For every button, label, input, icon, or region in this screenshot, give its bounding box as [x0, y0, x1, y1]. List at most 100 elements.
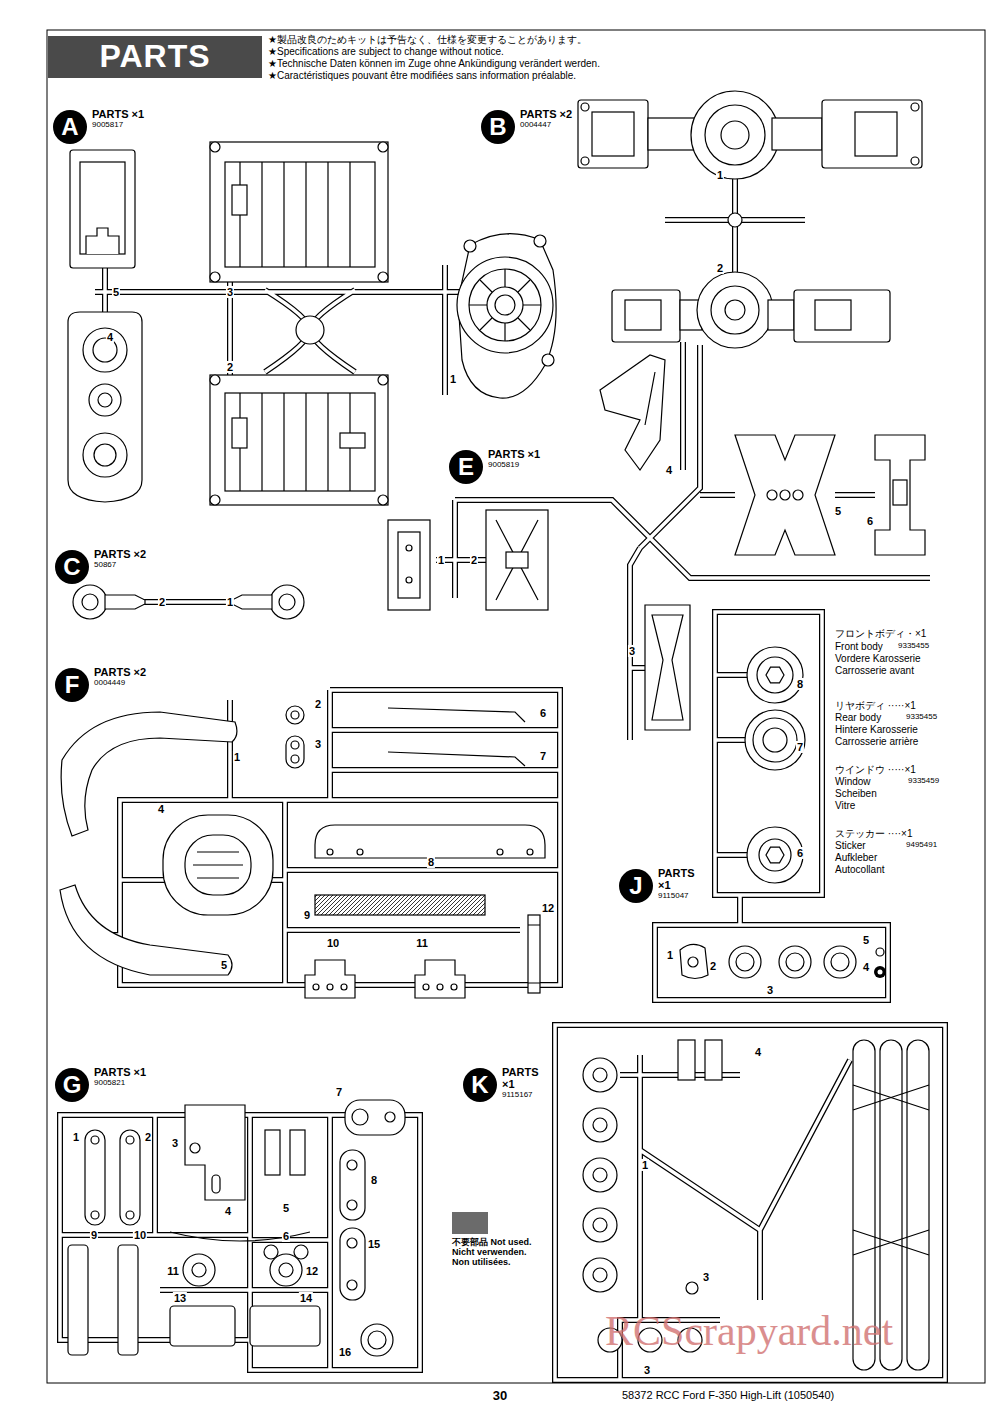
part-j — [759, 839, 791, 871]
part-b1 — [578, 100, 648, 168]
part-a1 — [469, 269, 541, 341]
note-text: ステッカー ····×1 — [835, 828, 913, 839]
callout-number: 3 — [314, 738, 322, 750]
callout-number: 3 — [628, 645, 636, 657]
part-f — [423, 984, 429, 990]
part-b1 — [578, 91, 922, 179]
part-a2 — [225, 393, 375, 491]
part-a3 — [210, 272, 220, 282]
part-g — [85, 1130, 105, 1225]
part-g — [340, 1228, 365, 1300]
callout-number: 2 — [226, 361, 234, 373]
callout-number: 1 — [641, 1159, 649, 1171]
callout-number: 4 — [665, 464, 673, 476]
part-b2 — [697, 272, 773, 348]
part-b1 — [592, 112, 634, 156]
callout-number: 5 — [112, 286, 120, 298]
callout-number: 4 — [754, 1046, 762, 1058]
part-g — [368, 1331, 386, 1349]
parts-count: PARTS ×2 — [520, 108, 572, 120]
part-g — [347, 1200, 357, 1210]
runner — [60, 179, 945, 1380]
callout-number: 5 — [834, 505, 842, 517]
part-g — [192, 1263, 206, 1277]
part-a2 — [240, 393, 350, 491]
part-b4 — [600, 355, 665, 470]
note-text: フロントボディ・×1 — [835, 628, 926, 639]
part-j — [766, 847, 784, 863]
callout-number: 1 — [226, 596, 234, 608]
part-e3 — [645, 605, 690, 730]
callout-number: 16 — [338, 1346, 352, 1358]
part-a2 — [232, 418, 247, 448]
part-a3 — [232, 185, 247, 215]
note-text: Vitre — [835, 800, 855, 811]
part-a3 — [210, 142, 388, 282]
part-k — [678, 1040, 695, 1080]
part-e1 — [388, 520, 430, 610]
tree-letter: K — [471, 1073, 488, 1097]
callout-number: 3 — [702, 1271, 710, 1283]
callout-number: 5 — [282, 1202, 290, 1214]
note-text: Front body — [835, 641, 883, 652]
part-e2 — [486, 510, 548, 610]
part-b6 — [875, 435, 925, 555]
parts-tree-badge: JPARTS ×19115047 — [619, 869, 653, 903]
callout-number: 6 — [539, 707, 547, 719]
callout-number: 2 — [314, 698, 322, 710]
part-g — [290, 1130, 305, 1175]
part-c — [270, 585, 304, 619]
callout-number: 2 — [470, 554, 478, 566]
part-a5 — [70, 150, 135, 268]
sprue-hub — [296, 316, 324, 344]
part-g — [183, 1254, 215, 1286]
part-k — [583, 1058, 617, 1092]
part-j — [779, 946, 811, 978]
tree-letter: F — [65, 673, 80, 697]
part-a2 — [210, 495, 220, 505]
part-a3 — [378, 272, 388, 282]
note-text: Window — [835, 776, 871, 787]
callout-number: 8 — [427, 856, 435, 868]
part-c — [105, 595, 145, 609]
part-c — [82, 594, 98, 610]
part-a1 — [495, 295, 515, 315]
callout-number: 4 — [862, 961, 870, 973]
part-j — [757, 657, 793, 693]
tree-letter: C — [63, 555, 80, 579]
part-number: 9005817 — [92, 121, 123, 130]
note-text: 9495491 — [906, 841, 937, 850]
part-k — [583, 1208, 617, 1242]
part-e2 — [486, 510, 548, 610]
callout-number: 3 — [643, 1364, 651, 1376]
note-text: 9335455 — [906, 713, 937, 722]
part-k — [593, 1168, 607, 1182]
runner — [60, 179, 945, 1380]
part-g — [185, 1105, 245, 1200]
part-e1 — [406, 577, 412, 583]
part-f — [291, 711, 299, 719]
part-a2 — [210, 375, 388, 505]
callout-number: 7 — [796, 741, 804, 753]
part-k — [907, 1040, 929, 1370]
part-a2 — [210, 375, 388, 505]
part-b2 — [612, 272, 890, 348]
part-b2 — [625, 300, 661, 330]
part-a3 — [378, 142, 388, 152]
part-j — [766, 667, 784, 683]
sprue-hub — [296, 316, 324, 344]
part-j — [876, 948, 884, 956]
part-g — [190, 1143, 200, 1153]
part-number: 9005821 — [94, 1079, 125, 1088]
part-f — [193, 852, 243, 878]
page-frame — [47, 30, 985, 1383]
callout-number: 4 — [106, 331, 114, 343]
note-text: 9335459 — [908, 777, 939, 786]
page-number: 30 — [492, 1389, 508, 1403]
legend-text: 不要部品 Not used. Nicht verwenden. Non util… — [452, 1238, 538, 1268]
part-f — [327, 849, 333, 855]
callout-number: 6 — [796, 847, 804, 859]
part-b1 — [822, 100, 922, 168]
part-g — [385, 1112, 395, 1122]
part-g — [361, 1324, 393, 1356]
